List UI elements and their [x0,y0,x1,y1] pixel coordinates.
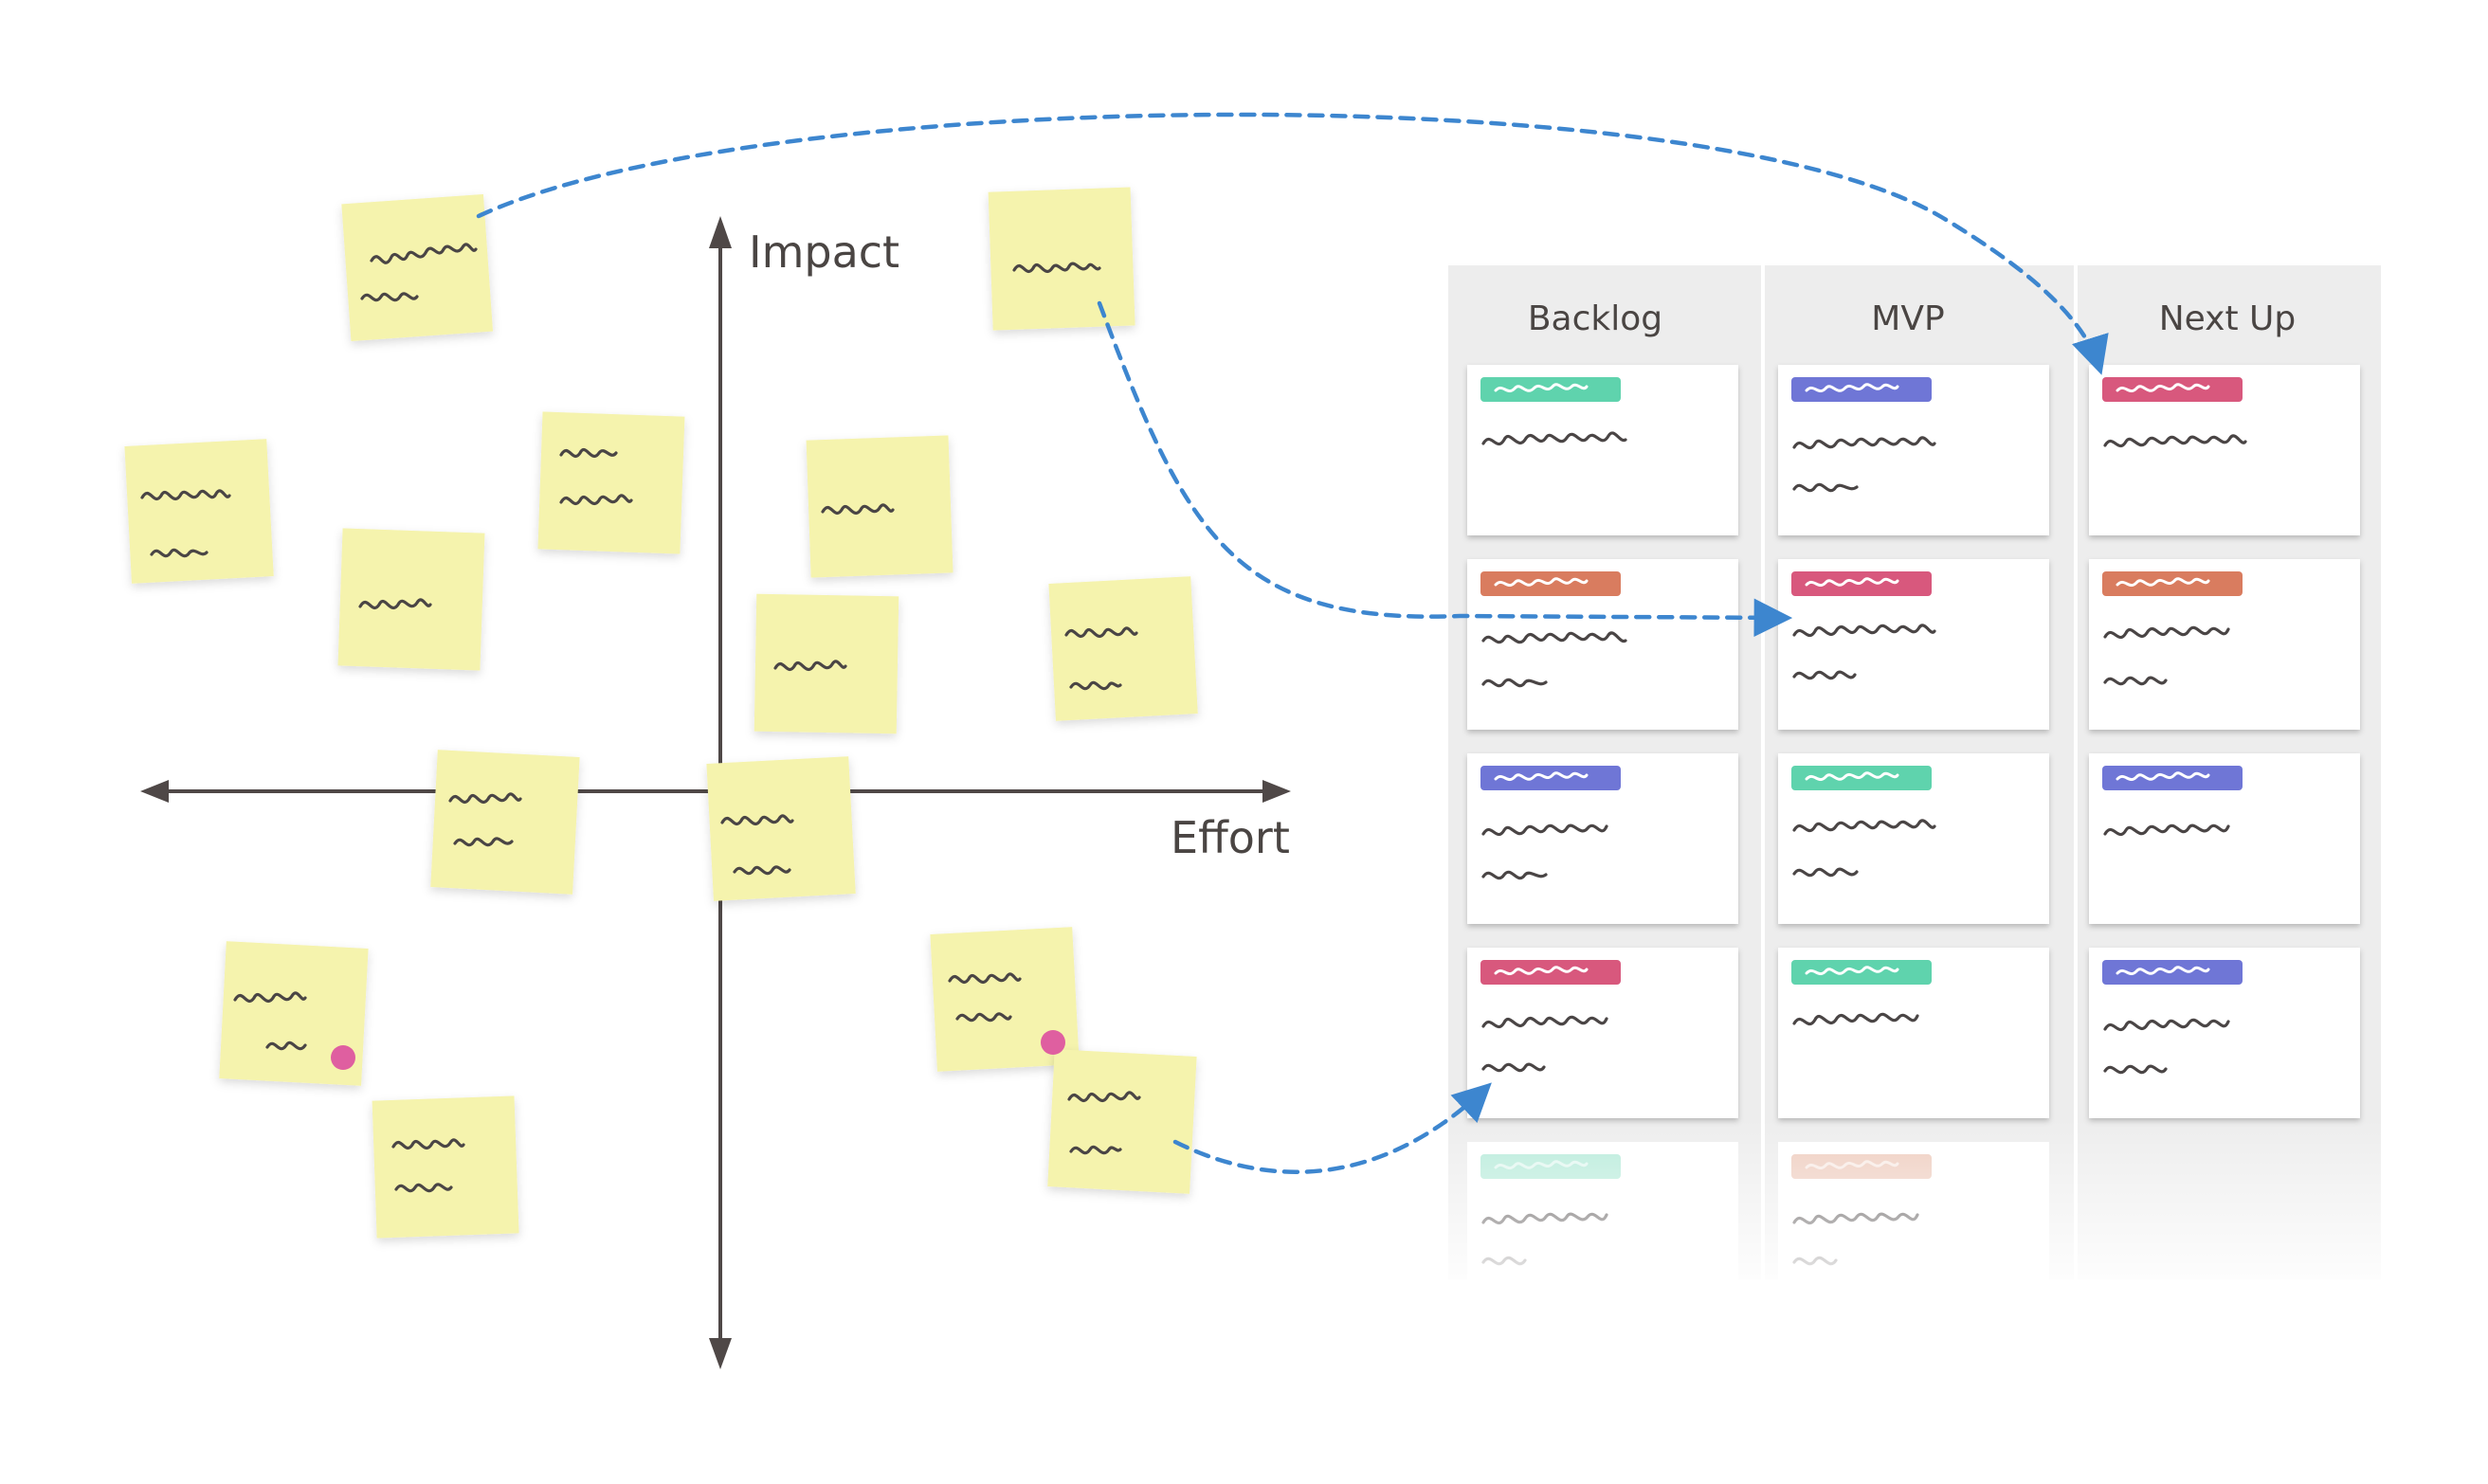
sticky-note[interactable] [124,439,274,584]
card-tag-scribble [2116,771,2210,782]
sticky-note[interactable] [930,927,1080,1072]
sticky-note[interactable] [1048,576,1198,721]
vote-dot [1041,1030,1065,1055]
arrow-to-mvp [1097,300,1793,638]
column-title-backlog: Backlog [1528,299,1662,338]
card-tag-scribble [1805,966,1899,976]
sticky-note[interactable] [988,187,1135,331]
board-fade [1441,1118,2388,1298]
card-tag-scribble [2116,577,2210,588]
impact-axis-label: Impact [749,226,899,278]
sticky-note[interactable] [537,411,685,554]
sticky-note[interactable] [372,1095,519,1239]
card-tag-scribble [1494,966,1589,976]
sticky-note[interactable] [1047,1049,1197,1194]
sticky-note[interactable] [754,593,899,734]
vote-dot [331,1045,355,1070]
effort-axis-label: Effort [1171,812,1290,863]
arrow-right-icon [1262,780,1291,803]
sticky-note[interactable] [430,750,580,895]
card-tag-scribble [1805,771,1899,782]
card-tag-scribble [2116,383,2210,393]
arrow-down-icon [709,1338,732,1369]
kanban-board: Backlog MVP Next Up [1441,265,2388,1298]
arrow-to-backlog [1172,1082,1492,1174]
sticky-note[interactable] [337,528,485,671]
sticky-note[interactable] [219,941,369,1086]
card-tag-scribble [1494,383,1589,393]
sticky-note[interactable] [706,756,856,901]
sticky-scribbles [140,243,1141,1193]
move-arrows [476,112,2109,1174]
card-tag-scribble [1494,771,1589,782]
arrow-up-icon [709,216,732,248]
sticky-notes [124,187,1198,1239]
card-tag-scribble [1805,577,1899,588]
sticky-note[interactable] [341,193,494,342]
card-tag-scribble [1805,383,1899,393]
column-title-next-up: Next Up [2159,299,2297,338]
arrow-left-icon [140,780,169,803]
card-tag-scribble [1494,577,1589,588]
card-tag-scribble [2116,966,2210,976]
arrow-to-next-up [476,112,2109,375]
column-title-mvp: MVP [1871,299,1944,338]
